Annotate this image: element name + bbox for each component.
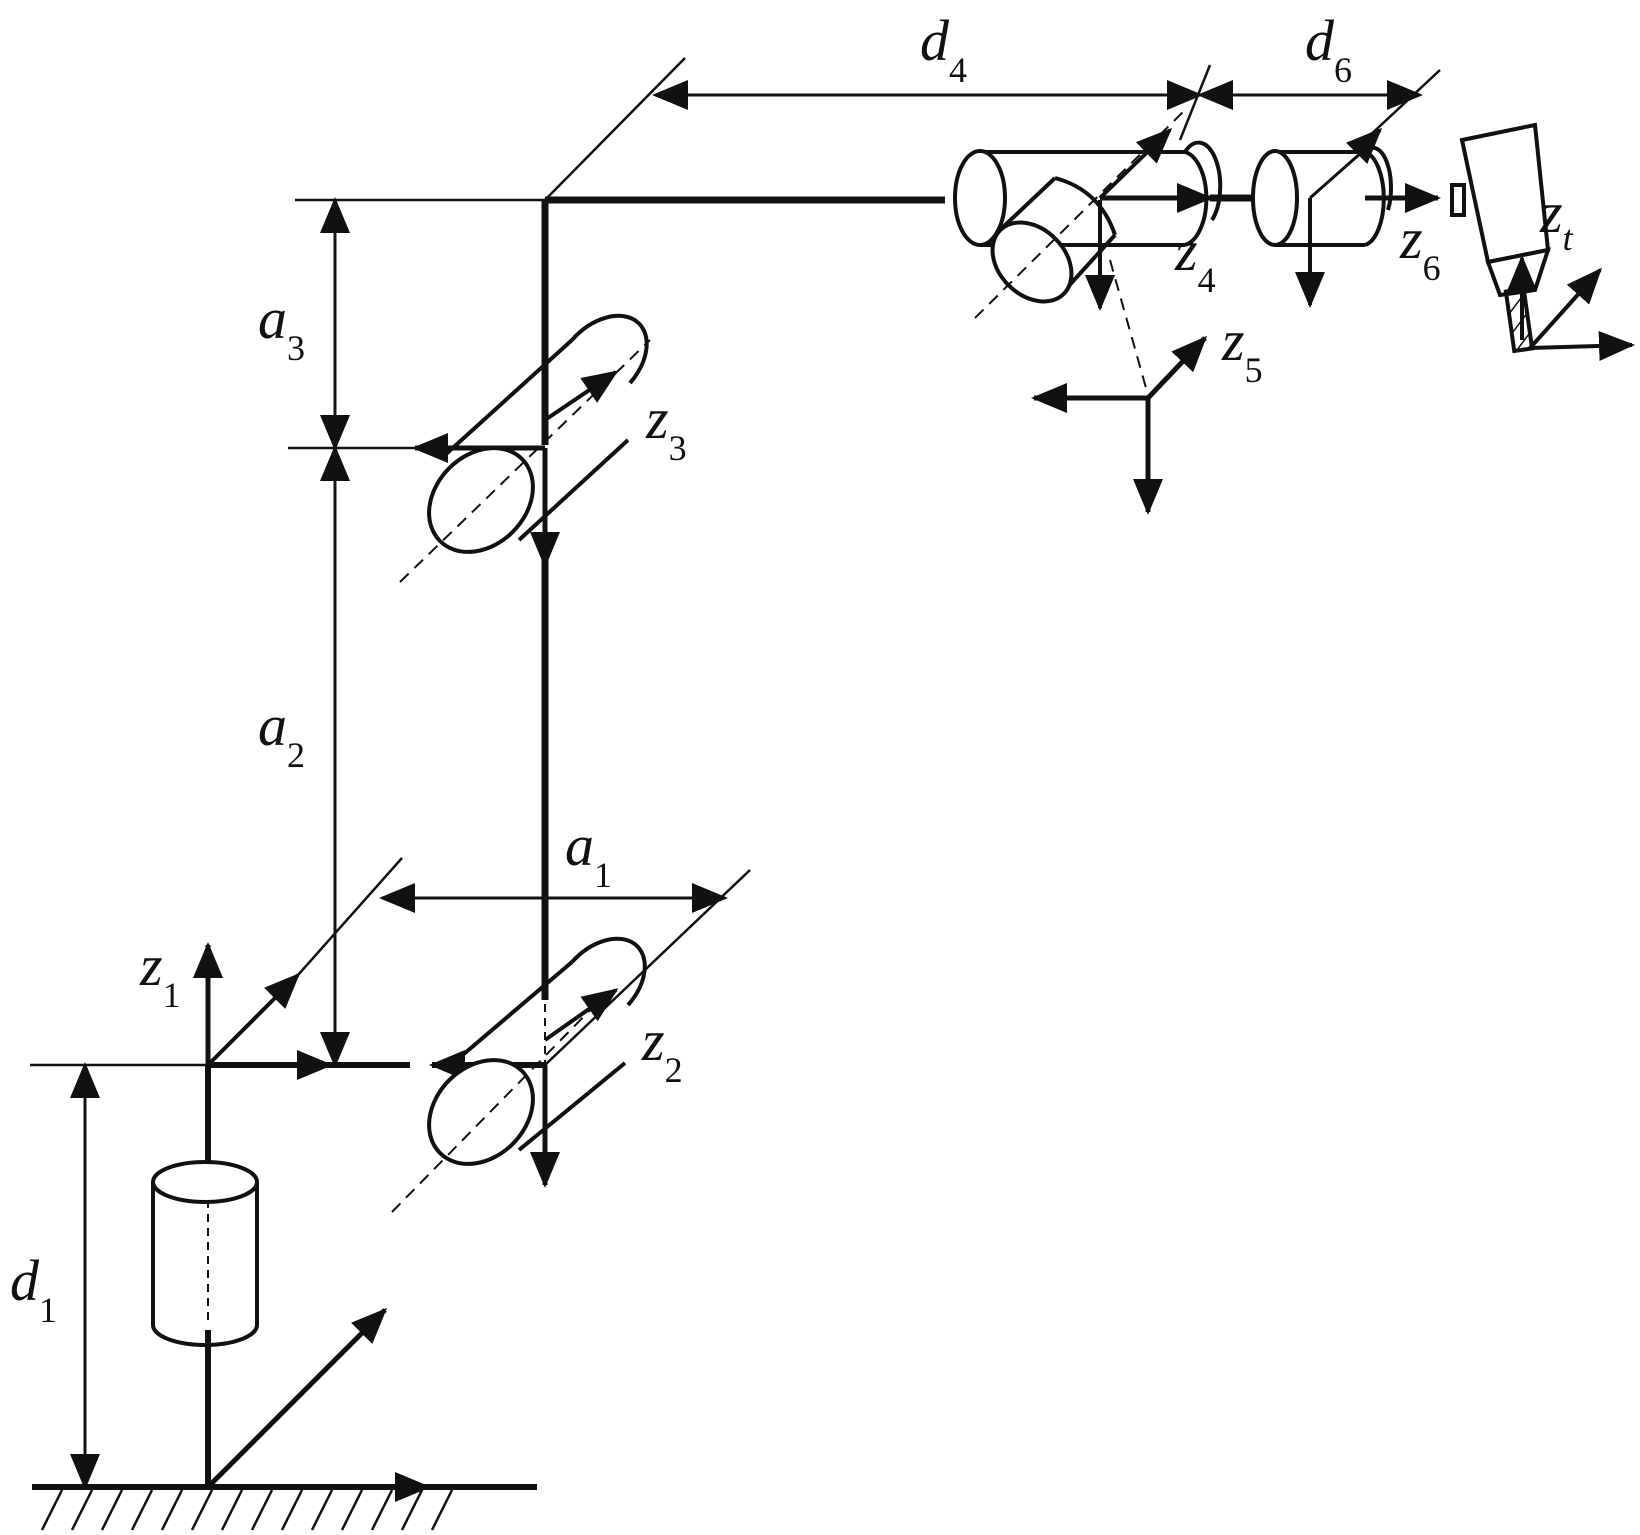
label-d4: d4 (920, 8, 967, 90)
dimension-d1 (30, 1062, 208, 1490)
label-d6: d6 (1305, 8, 1352, 90)
label-d1: d1 (10, 1248, 57, 1330)
dimension-a1 (379, 869, 751, 1066)
dimension-d6 (1197, 69, 1441, 141)
label-z6: z6 (1399, 206, 1441, 288)
dimension-d4 (544, 57, 1212, 201)
end-effector-tool (1450, 122, 1635, 361)
dimension-a3 (288, 197, 545, 451)
label-a1: a1 (565, 813, 612, 895)
label-z2: z2 (641, 1008, 683, 1090)
label-a3: a3 (258, 286, 305, 368)
joint-2-cylinder (391, 936, 647, 1213)
label-z3: z3 (645, 386, 687, 468)
upper-arm-link (541, 196, 945, 1000)
label-a2: a2 (258, 693, 305, 775)
label-zt: zt (1539, 180, 1574, 258)
label-z5: z5 (1221, 308, 1263, 390)
frame-5 (1031, 335, 1208, 515)
frame-1 (193, 857, 410, 1080)
label-z4: z4 (1174, 218, 1216, 300)
ground (32, 1484, 537, 1531)
label-z1: z1 (139, 933, 181, 1015)
joint-5-cylinder (974, 109, 1186, 396)
joint-6-cylinder (1251, 127, 1441, 308)
joint-1-cylinder (151, 1065, 259, 1487)
